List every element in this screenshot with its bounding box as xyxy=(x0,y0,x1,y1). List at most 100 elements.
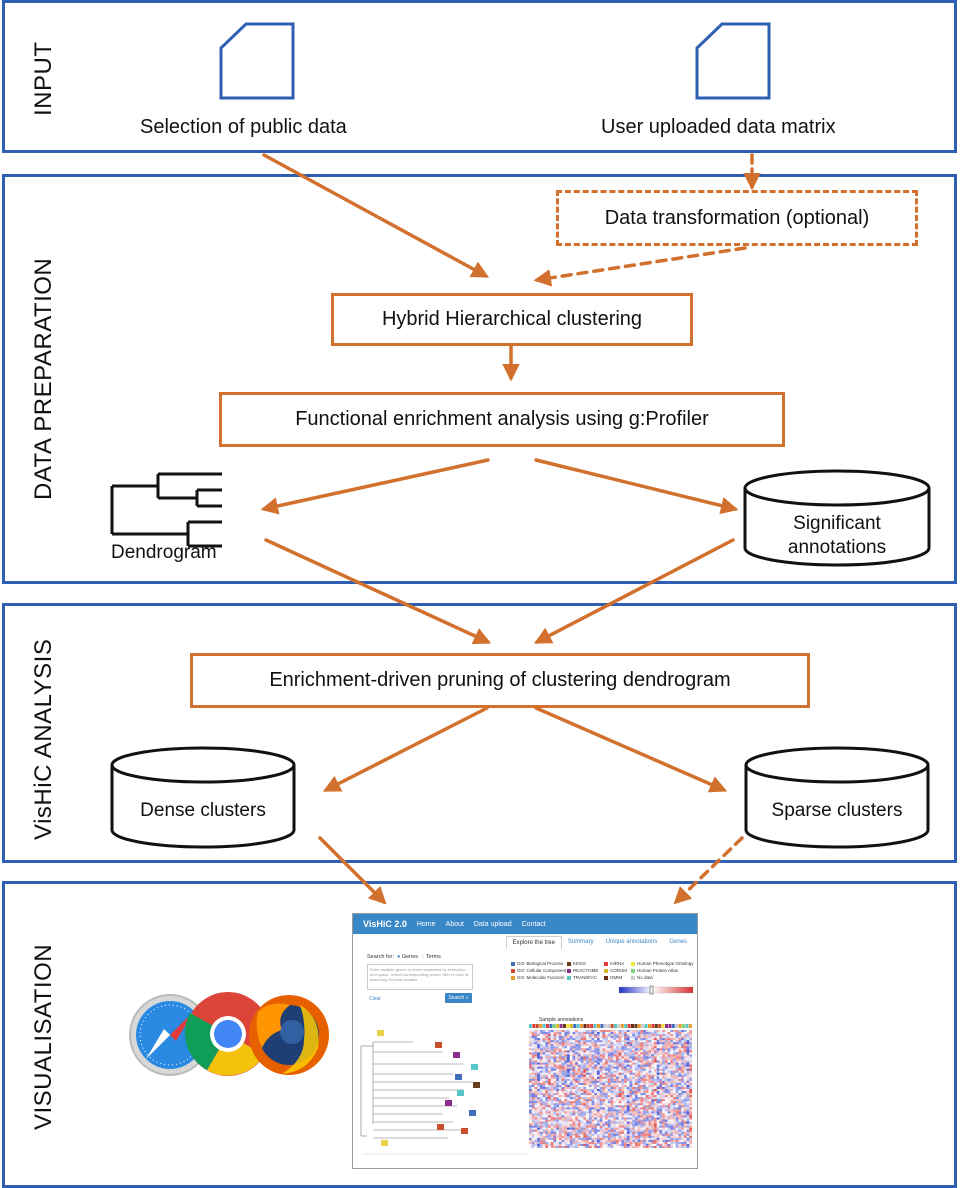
heatmap-cell xyxy=(534,1030,538,1033)
strip-cell xyxy=(600,1024,604,1028)
heatmap-cell xyxy=(670,1084,673,1087)
heatmap-cell xyxy=(618,1056,622,1059)
heatmap-cell xyxy=(569,1062,573,1065)
tab-explore[interactable]: Explore the tree xyxy=(505,936,562,949)
heatmap-cell xyxy=(686,1044,690,1047)
heatmap-cell xyxy=(531,1143,535,1146)
nav-data-upload[interactable]: Data upload xyxy=(473,920,512,928)
heatmap-cell xyxy=(607,1109,611,1112)
heatmap-cell xyxy=(572,1127,576,1130)
heatmap-cell xyxy=(580,1141,584,1144)
heatmap-cell xyxy=(643,1073,646,1075)
heatmap-cell xyxy=(640,1050,644,1053)
tab-unique-annotations[interactable]: Unique annotations xyxy=(605,939,658,945)
heatmap-cell xyxy=(553,1111,557,1114)
heatmap-cell xyxy=(591,1107,595,1110)
heatmap-cell xyxy=(672,1111,676,1114)
heatmap-cell xyxy=(675,1040,679,1043)
clear-link[interactable]: Clear xyxy=(369,996,381,1002)
heatmap-cell xyxy=(653,1036,657,1039)
heatmap-cell xyxy=(596,1030,600,1033)
heatmap-cell xyxy=(621,1121,625,1124)
heatmap-cell xyxy=(567,1111,570,1114)
heatmap-cell xyxy=(653,1111,657,1114)
search-button[interactable]: Search ⌕ xyxy=(445,993,472,1003)
heatmap-cell xyxy=(637,1034,641,1037)
heatmap-cell xyxy=(672,1040,676,1043)
nav-about[interactable]: About xyxy=(445,920,464,928)
radio-genes[interactable]: ● xyxy=(396,954,401,960)
heatmap-cell xyxy=(648,1072,652,1075)
heatmap-cell xyxy=(580,1121,584,1124)
heatmap-cell xyxy=(624,1135,627,1138)
heatmap-cell xyxy=(596,1050,600,1053)
heatmap-cell xyxy=(643,1030,646,1033)
heatmap-cell xyxy=(591,1078,595,1081)
heatmap-cell xyxy=(618,1125,622,1128)
heatmap-cell xyxy=(553,1052,557,1055)
heatmap-cell xyxy=(648,1050,652,1053)
heatmap-cell xyxy=(689,1123,692,1126)
tab-summary[interactable]: Summary xyxy=(567,939,594,945)
heatmap-cell xyxy=(567,1074,570,1077)
heatmap-cell xyxy=(653,1133,657,1136)
heatmap-cell xyxy=(599,1121,603,1124)
heatmap-cell xyxy=(624,1137,627,1140)
heatmap-cell xyxy=(534,1050,538,1053)
heatmap-cell xyxy=(664,1068,668,1071)
heatmap-cell xyxy=(553,1107,557,1110)
heatmap-cell xyxy=(561,1058,565,1061)
heatmap-cell xyxy=(561,1137,565,1140)
heatmap-cell xyxy=(632,1125,635,1128)
heatmap-cell xyxy=(531,1076,535,1079)
heatmap-cell xyxy=(662,1072,665,1075)
heatmap-cell xyxy=(532,1087,535,1089)
strip-cell xyxy=(668,1024,672,1028)
heatmap-cell xyxy=(529,1135,532,1138)
heatmap-cell xyxy=(550,1143,554,1146)
heatmap-cell xyxy=(624,1127,627,1130)
heatmap-cell xyxy=(615,1080,619,1083)
heatmap-cell xyxy=(670,1139,673,1142)
heatmap-cell xyxy=(580,1042,584,1045)
tab-genes[interactable]: Genes xyxy=(669,939,687,945)
heatmap-cell xyxy=(615,1093,619,1096)
radio-terms[interactable]: ○ xyxy=(421,954,425,960)
heatmap-cell xyxy=(678,1040,682,1043)
heatmap-cell xyxy=(556,1064,559,1067)
heatmap-cell xyxy=(613,1113,616,1116)
heatmap-cell xyxy=(607,1062,611,1065)
heatmap-cell xyxy=(667,1076,671,1079)
heatmap-cell xyxy=(596,1076,600,1079)
heatmap-cell xyxy=(545,1054,549,1057)
heatmap-cell xyxy=(561,1056,565,1059)
heatmap-cell xyxy=(683,1107,687,1110)
heatmap-cell xyxy=(577,1097,581,1100)
heatmap-cell xyxy=(635,1061,638,1063)
heatmap-cell xyxy=(605,1115,608,1118)
heatmap-cell xyxy=(558,1074,562,1077)
heatmap-cell xyxy=(686,1107,690,1110)
heatmap-cell xyxy=(656,1062,660,1065)
heatmap-cell xyxy=(567,1133,570,1136)
heatmap-cell xyxy=(624,1042,627,1045)
search-input[interactable]: Enter multiple genes or terms separated … xyxy=(367,964,473,990)
heatmap-cell xyxy=(664,1044,668,1047)
heatmap-cell xyxy=(610,1074,614,1077)
nav-contact[interactable]: Contact xyxy=(521,920,546,928)
heatmap-cell xyxy=(531,1107,535,1110)
nav-home[interactable]: Home xyxy=(416,920,436,928)
heatmap-cell xyxy=(545,1052,549,1055)
heatmap-cell xyxy=(575,1089,578,1092)
heatmap-cell xyxy=(686,1123,690,1126)
heatmap-cell xyxy=(672,1101,676,1104)
heatmap-cell xyxy=(569,1133,573,1136)
heatmap-cell xyxy=(667,1082,671,1085)
heatmap-cell xyxy=(569,1089,573,1092)
heatmap-cell xyxy=(583,1034,587,1037)
search-icon: ⌕ xyxy=(465,995,469,1001)
heatmap-cell xyxy=(632,1111,635,1114)
heatmap-cell xyxy=(632,1115,635,1118)
enrichment-box: Functional enrichment analysis using g:P… xyxy=(219,392,785,447)
heatmap-cell xyxy=(632,1143,635,1146)
